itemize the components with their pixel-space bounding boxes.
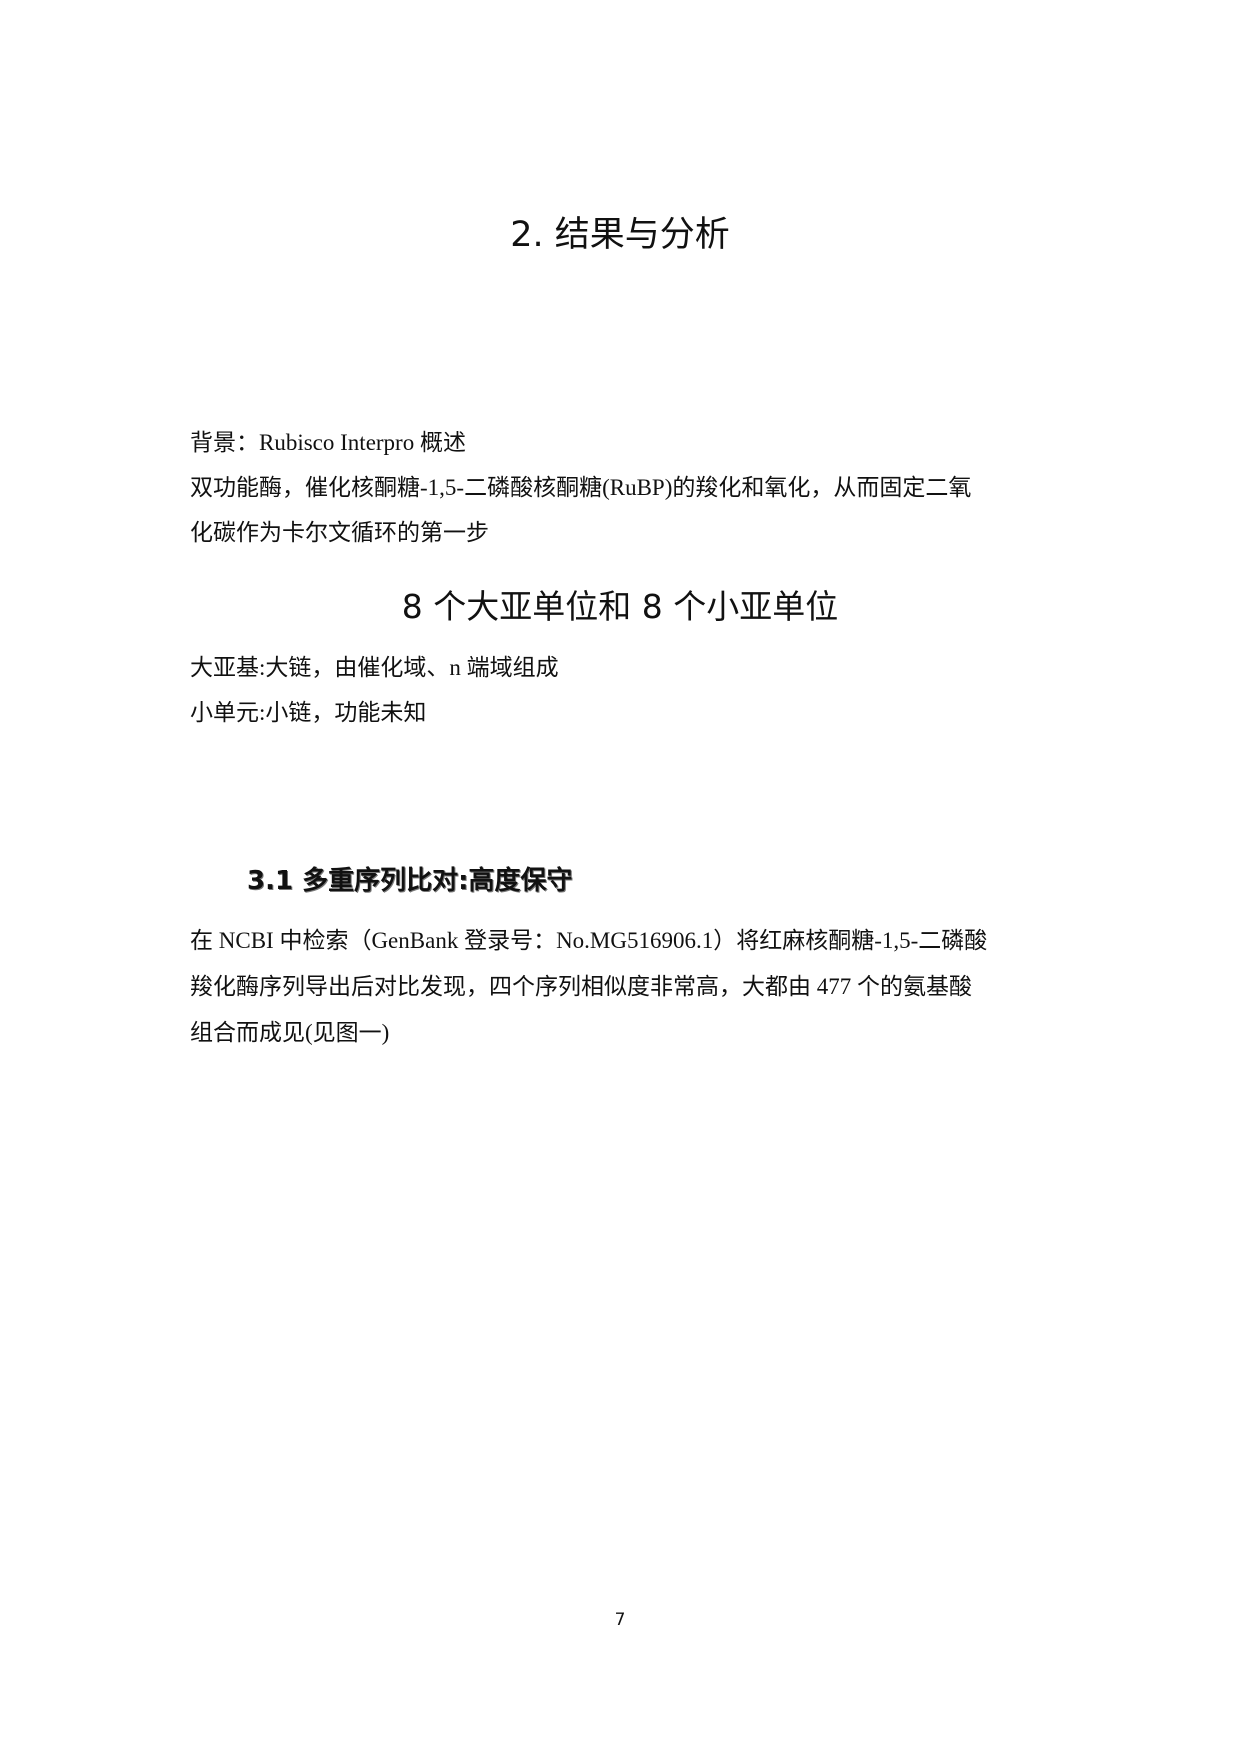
alignment-line-1: 在 NCBI 中检索（GenBank 登录号：No.MG516906.1）将红麻… xyxy=(190,928,988,953)
alignment-line-2: 羧化酶序列导出后对比发现，四个序列相似度非常高，大都由 477 个的氨基酸 xyxy=(190,974,972,999)
subsection-title: 3.1 多重序列比对:高度保守 xyxy=(247,866,573,896)
alignment-line-3: 组合而成见(见图一) xyxy=(190,1020,390,1045)
subunit-heading: 8 个大亚单位和 8 个小亚单位 xyxy=(401,587,839,626)
intro-line-2: 化碳作为卡尔文循环的第一步 xyxy=(190,520,489,545)
section-title: 2. 结果与分析 xyxy=(510,215,730,255)
intro-line-1: 双功能酶，催化核酮糖-1,5-二磷酸核酮糖(RuBP)的羧化和氧化，从而固定二氧 xyxy=(190,475,972,500)
background-line: 背景：Rubisco Interpro 概述 xyxy=(190,430,466,455)
small-subunit-line: 小单元:小链，功能未知 xyxy=(190,700,427,725)
page-number: 7 xyxy=(614,1610,626,1630)
large-subunit-line: 大亚基:大链，由催化域、n 端域组成 xyxy=(190,655,559,680)
